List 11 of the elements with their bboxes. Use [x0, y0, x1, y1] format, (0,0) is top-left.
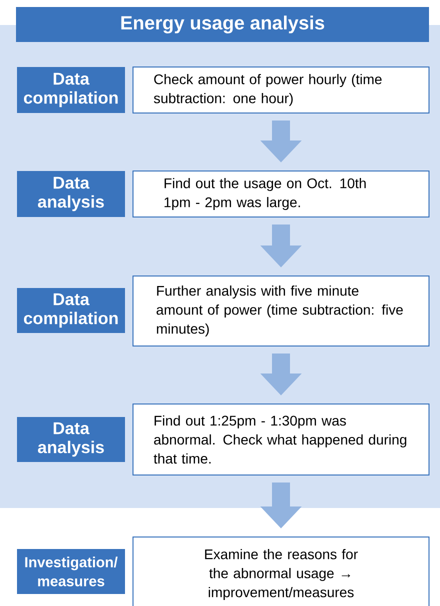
step-label: Data analysis [17, 171, 125, 217]
step-label: Data compilation [17, 288, 125, 333]
process-box: Further analysis with five minute amount of power (time subtraction: five minutes) [132, 276, 430, 346]
process-box: Examine the reasons for the abnormal usage → improvement/measures [132, 536, 430, 606]
step-label: Data compilation [17, 67, 125, 113]
step-label: Investigation/ measures [17, 549, 125, 594]
title-band: Energy usage analysis [16, 7, 429, 42]
step-label: Data analysis [17, 417, 125, 462]
process-box: Find out the usage on Oct. 10th 1pm - 2pm was large. [132, 170, 430, 218]
process-box: Check amount of power hourly (time subtraction: one hour) [132, 66, 430, 114]
process-box: Find out 1:25pm - 1:30pm was abnormal. Check what happened during that time. [132, 404, 430, 476]
